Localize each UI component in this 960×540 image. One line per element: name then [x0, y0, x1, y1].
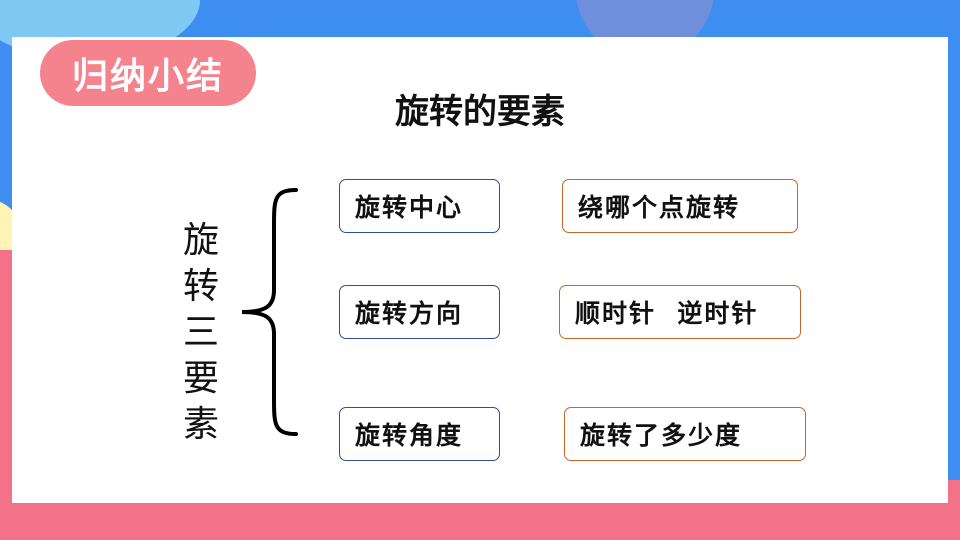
term-label: 旋转方向 [355, 299, 464, 328]
desc-label: 绕哪个点旋转 [578, 193, 741, 222]
desc-label: 旋转了多少度 [580, 421, 743, 450]
side-label-char: 要 [182, 358, 219, 399]
side-label-char: 旋 [182, 220, 219, 261]
slide-title: 旋转的要素 [395, 92, 565, 132]
curly-brace [241, 188, 298, 436]
term-rotation-direction: 旋转方向 [339, 285, 500, 339]
summary-badge: 归纳小结 [40, 40, 256, 106]
side-label-char: 转 [182, 266, 219, 307]
term-rotation-angle: 旋转角度 [339, 407, 500, 461]
term-label: 旋转中心 [355, 193, 464, 222]
side-label-char: 三 [182, 312, 219, 353]
side-label-char: 素 [182, 404, 219, 445]
term-label: 旋转角度 [355, 421, 464, 450]
desc-rotation-direction: 顺时针 逆时针 [559, 285, 801, 339]
side-label: 旋 转 三 要 素 [178, 218, 224, 448]
desc-label: 顺时针 逆时针 [575, 299, 759, 328]
term-rotation-center: 旋转中心 [339, 179, 500, 233]
desc-rotation-center: 绕哪个点旋转 [562, 179, 798, 233]
desc-rotation-angle: 旋转了多少度 [564, 407, 806, 461]
